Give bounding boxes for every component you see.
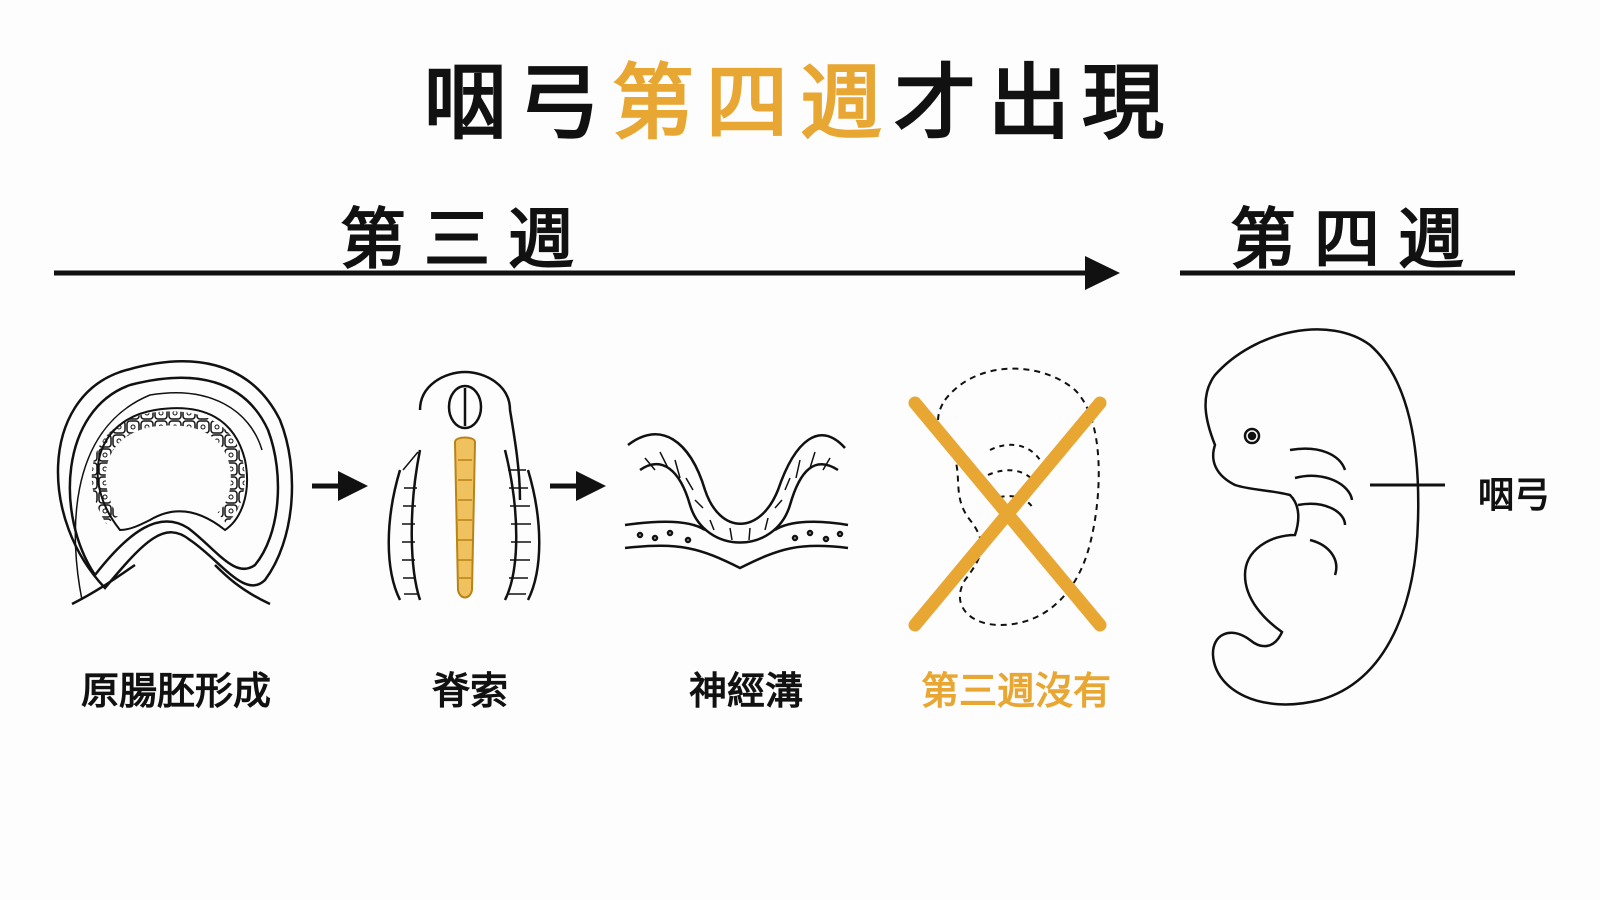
stage-label-absent: 第三週沒有 [920, 669, 1111, 713]
notochord-icon [387, 370, 541, 601]
title-highlight: 第四週 [611, 56, 894, 151]
week4-heading: 第四週 [1230, 201, 1482, 278]
stage-label-notochord: 脊索 [431, 669, 508, 713]
stage-label-neural-groove: 神經溝 [688, 669, 803, 713]
gastrula-cross-section-icon [56, 360, 294, 606]
pharyngeal-arch-label: 咽弓 [1478, 475, 1551, 516]
week4-embryo-icon [1204, 328, 1445, 706]
crossed-embryo-icon [908, 367, 1107, 632]
title-part-3: 才出現 [894, 56, 1177, 151]
title-part-1: 咽弓 [423, 56, 612, 151]
page-title: 咽弓第四週才出現 [0, 36, 1600, 155]
week3-timeline-arrow [54, 256, 1120, 290]
week3-heading: 第三週 [340, 201, 592, 278]
neural-groove-icon [624, 433, 849, 570]
stage-label-gastrula: 原腸胚形成 [80, 669, 271, 713]
